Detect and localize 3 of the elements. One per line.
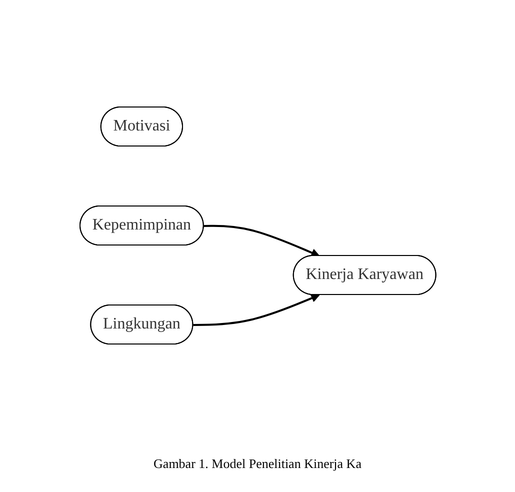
- caption: Gambar 1. Model Penelitian Kinerja Ka: [152, 456, 362, 472]
- arrow: [203, 224, 320, 256]
- arrow: [192, 293, 320, 326]
